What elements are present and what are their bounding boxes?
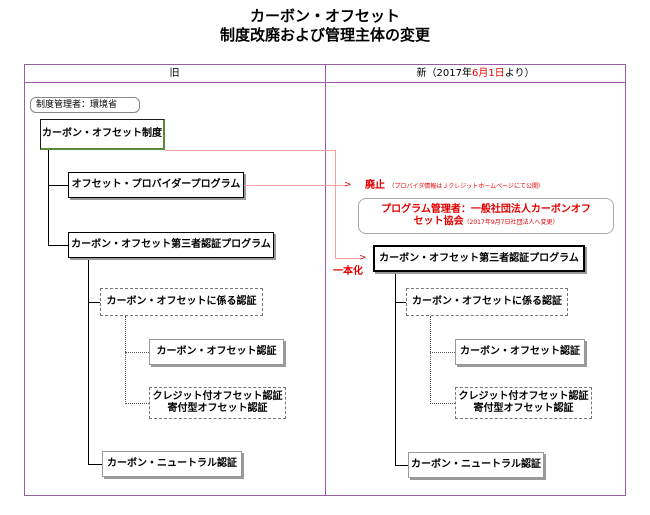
old-offset-cert-group: カーボン・オフセットに係る認証 bbox=[100, 288, 263, 316]
abolish-arrow-line bbox=[244, 185, 346, 186]
old-root-box: カーボン・オフセット制度 bbox=[40, 119, 165, 150]
old-branch-provider bbox=[48, 185, 68, 186]
new-manager-note: （2017年9月7日社団法人へ変更） bbox=[463, 218, 559, 226]
old-credit-cert-line1: クレジット付オフセット認証 bbox=[152, 391, 283, 402]
new-header-prefix: 新（2017年 bbox=[416, 68, 472, 79]
new-dotted-trunk bbox=[430, 316, 431, 404]
new-neutral-box: カーボン・ニュートラル認証 bbox=[408, 452, 544, 478]
abolished-note: （プロバイダ情報はＪクレジットホームページにて公開） bbox=[388, 183, 544, 190]
abolished-row: 廃止 （プロバイダ情報はＪクレジットホームページにて公開） bbox=[365, 179, 544, 194]
diagram-title-line1: カーボン・オフセット bbox=[249, 7, 400, 25]
unify-line-bottom bbox=[335, 258, 360, 259]
old-neutral-box: カーボン・ニュートラル認証 bbox=[102, 451, 242, 477]
new-credit-cert-line2: 寄付型オフセット認証 bbox=[473, 403, 574, 414]
new-manager-line2-row: セット協会（2017年9月7日社団法人へ変更） bbox=[414, 216, 559, 229]
new-branch-offset-group bbox=[395, 302, 406, 303]
old-dotted-branch-offset bbox=[125, 352, 149, 353]
new-manager-line1: プログラム管理者：一般社団法人カーボンオフ bbox=[381, 203, 591, 215]
new-dotted-branch-credit bbox=[430, 403, 455, 404]
old-credit-cert-line2: 寄付型オフセット認証 bbox=[167, 403, 268, 414]
old-sub-trunk bbox=[88, 258, 89, 464]
abolish-arrow-head: > bbox=[344, 180, 352, 190]
new-manager-line2: セット協会 bbox=[413, 215, 464, 227]
old-branch-offset-group bbox=[88, 302, 100, 303]
new-third-party-box: カーボン・オフセット第三者認証プログラム bbox=[373, 245, 585, 272]
new-header-suffix: より） bbox=[504, 68, 535, 79]
new-column-header: 新（2017年6月1日より） bbox=[325, 64, 626, 83]
new-credit-cert-box: クレジット付オフセット認証 寄付型オフセット認証 bbox=[455, 387, 592, 419]
old-branch-third-party bbox=[48, 245, 68, 246]
unified-label: 一本化 bbox=[333, 266, 363, 277]
new-sub-trunk bbox=[395, 272, 396, 465]
old-header-label: 旧 bbox=[169, 68, 180, 79]
unify-line-vertical bbox=[335, 150, 336, 258]
old-manager-label: 制度管理者：環境省 bbox=[30, 97, 140, 113]
old-provider-box: オフセット・プロバイダープログラム bbox=[68, 172, 244, 198]
abolished-label: 廃止 bbox=[365, 180, 385, 191]
new-header-date: 6月1日 bbox=[471, 68, 505, 79]
new-branch-neutral bbox=[395, 465, 408, 466]
old-third-party-box: カーボン・オフセット第三者認証プログラム bbox=[68, 232, 274, 258]
old-dotted-trunk bbox=[125, 316, 126, 404]
unify-line-top bbox=[165, 150, 335, 151]
old-tree-trunk bbox=[48, 150, 49, 245]
unify-arrow-head: > bbox=[359, 253, 367, 263]
old-credit-cert-box: クレジット付オフセット認証 寄付型オフセット認証 bbox=[149, 387, 286, 419]
new-manager-box: プログラム管理者：一般社団法人カーボンオフ セット協会（2017年9月7日社団法… bbox=[358, 198, 614, 234]
old-dotted-branch-credit bbox=[125, 403, 149, 404]
diagram-title-line2: 制度改廃および管理主体の変更 bbox=[219, 26, 430, 44]
old-offset-cert-box: カーボン・オフセット認証 bbox=[149, 339, 284, 365]
new-offset-cert-box: カーボン・オフセット認証 bbox=[455, 339, 585, 365]
new-credit-cert-line1: クレジット付オフセット認証 bbox=[458, 391, 589, 402]
old-branch-neutral bbox=[88, 464, 102, 465]
column-divider bbox=[325, 64, 326, 496]
new-dotted-branch-offset bbox=[430, 352, 455, 353]
old-column-header: 旧 bbox=[24, 64, 325, 83]
new-offset-cert-group: カーボン・オフセットに係る認証 bbox=[406, 288, 568, 316]
